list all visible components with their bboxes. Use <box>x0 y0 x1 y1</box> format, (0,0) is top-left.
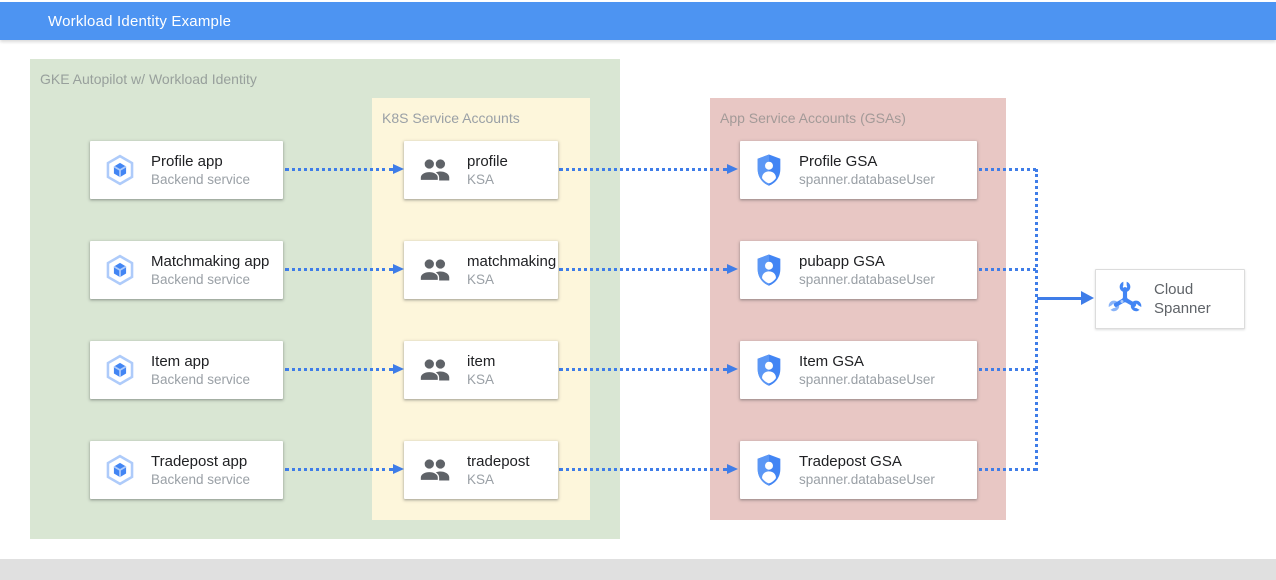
gke-hexagon-icon <box>106 454 134 486</box>
people-icon <box>419 358 450 382</box>
node-subtitle: KSA <box>467 171 495 187</box>
arrowhead-tradepost-app-to-ksa <box>393 464 404 474</box>
connector-matchmaking-app-to-ksa <box>285 268 393 271</box>
node-subtitle: spanner.databaseUser <box>799 271 935 287</box>
group-gsa-label: App Service Accounts (GSAs) <box>720 110 906 126</box>
node-cloud-spanner: Cloud Spanner <box>1095 269 1245 329</box>
arrowhead-item-ksa-to-gsa <box>727 364 738 374</box>
node-subtitle: spanner.databaseUser <box>799 171 935 187</box>
connector-trunk-to-spanner <box>1037 297 1083 300</box>
gke-hexagon-icon <box>106 154 134 186</box>
node-subtitle: Backend service <box>151 171 251 187</box>
node-title: Profile app <box>151 152 223 170</box>
node-title: item <box>467 352 496 370</box>
people-icon <box>419 458 450 482</box>
cloud-spanner-icon <box>1108 281 1142 317</box>
shield-person-icon <box>757 354 781 386</box>
shield-person-icon <box>757 254 781 286</box>
shield-person-icon <box>757 454 781 486</box>
node-title: tradepost <box>467 452 530 470</box>
connector-tradepost-app-to-ksa <box>285 468 393 471</box>
group-gke-label: GKE Autopilot w/ Workload Identity <box>40 71 257 87</box>
connector-item-gsa-to-trunk <box>979 368 1036 371</box>
connector-item-app-to-ksa <box>285 368 393 371</box>
diagram-title-bar: Workload Identity Example <box>0 2 1276 40</box>
connector-profile-ksa-to-gsa <box>559 168 727 171</box>
node-title: Item GSA <box>799 352 865 370</box>
node-subtitle: spanner.databaseUser <box>799 471 935 487</box>
node-subtitle: Backend service <box>151 371 251 387</box>
shield-person-icon <box>757 154 781 186</box>
node-subtitle: KSA <box>467 271 495 287</box>
footer-strip <box>0 559 1276 580</box>
connector-tradepost-ksa-to-gsa <box>559 468 727 471</box>
gke-hexagon-icon <box>106 354 134 386</box>
node-title: pubapp GSA <box>799 252 885 270</box>
arrowhead-matchmaking-app-to-ksa <box>393 264 404 274</box>
arrowhead-item-app-to-ksa <box>393 364 404 374</box>
node-subtitle: KSA <box>467 471 495 487</box>
arrowhead-profile-app-to-ksa <box>393 164 404 174</box>
people-icon <box>419 158 450 182</box>
node-title: Profile GSA <box>799 152 878 170</box>
people-icon <box>419 258 450 282</box>
arrowhead-matchmaking-ksa-to-gsa <box>727 264 738 274</box>
connector-tradepost-gsa-to-trunk <box>979 468 1036 471</box>
node-title: profile <box>467 152 508 170</box>
node-title: Matchmaking app <box>151 252 270 270</box>
arrowhead-trunk-to-spanner <box>1081 291 1094 305</box>
connector-matchmaking-ksa-to-gsa <box>559 268 727 271</box>
node-subtitle: Backend service <box>151 471 251 487</box>
connector-item-ksa-to-gsa <box>559 368 727 371</box>
node-title: Tradepost GSA <box>799 452 902 470</box>
gke-hexagon-icon <box>106 254 134 286</box>
connector-profile-gsa-to-trunk <box>979 168 1036 171</box>
connector-profile-app-to-ksa <box>285 168 393 171</box>
connector-trunk-vertical <box>1035 169 1038 471</box>
arrowhead-profile-ksa-to-gsa <box>727 164 738 174</box>
node-subtitle: KSA <box>467 371 495 387</box>
group-ksa-label: K8S Service Accounts <box>382 110 520 126</box>
node-title: Item app <box>151 352 210 370</box>
diagram-title: Workload Identity Example <box>48 12 232 30</box>
arrowhead-tradepost-ksa-to-gsa <box>727 464 738 474</box>
node-title: Cloud Spanner <box>1154 280 1211 318</box>
node-subtitle: spanner.databaseUser <box>799 371 935 387</box>
node-subtitle: Backend service <box>151 271 251 287</box>
connector-pubapp-gsa-to-trunk <box>979 268 1036 271</box>
node-title: matchmaking <box>467 252 557 270</box>
node-title: Tradepost app <box>151 452 248 470</box>
